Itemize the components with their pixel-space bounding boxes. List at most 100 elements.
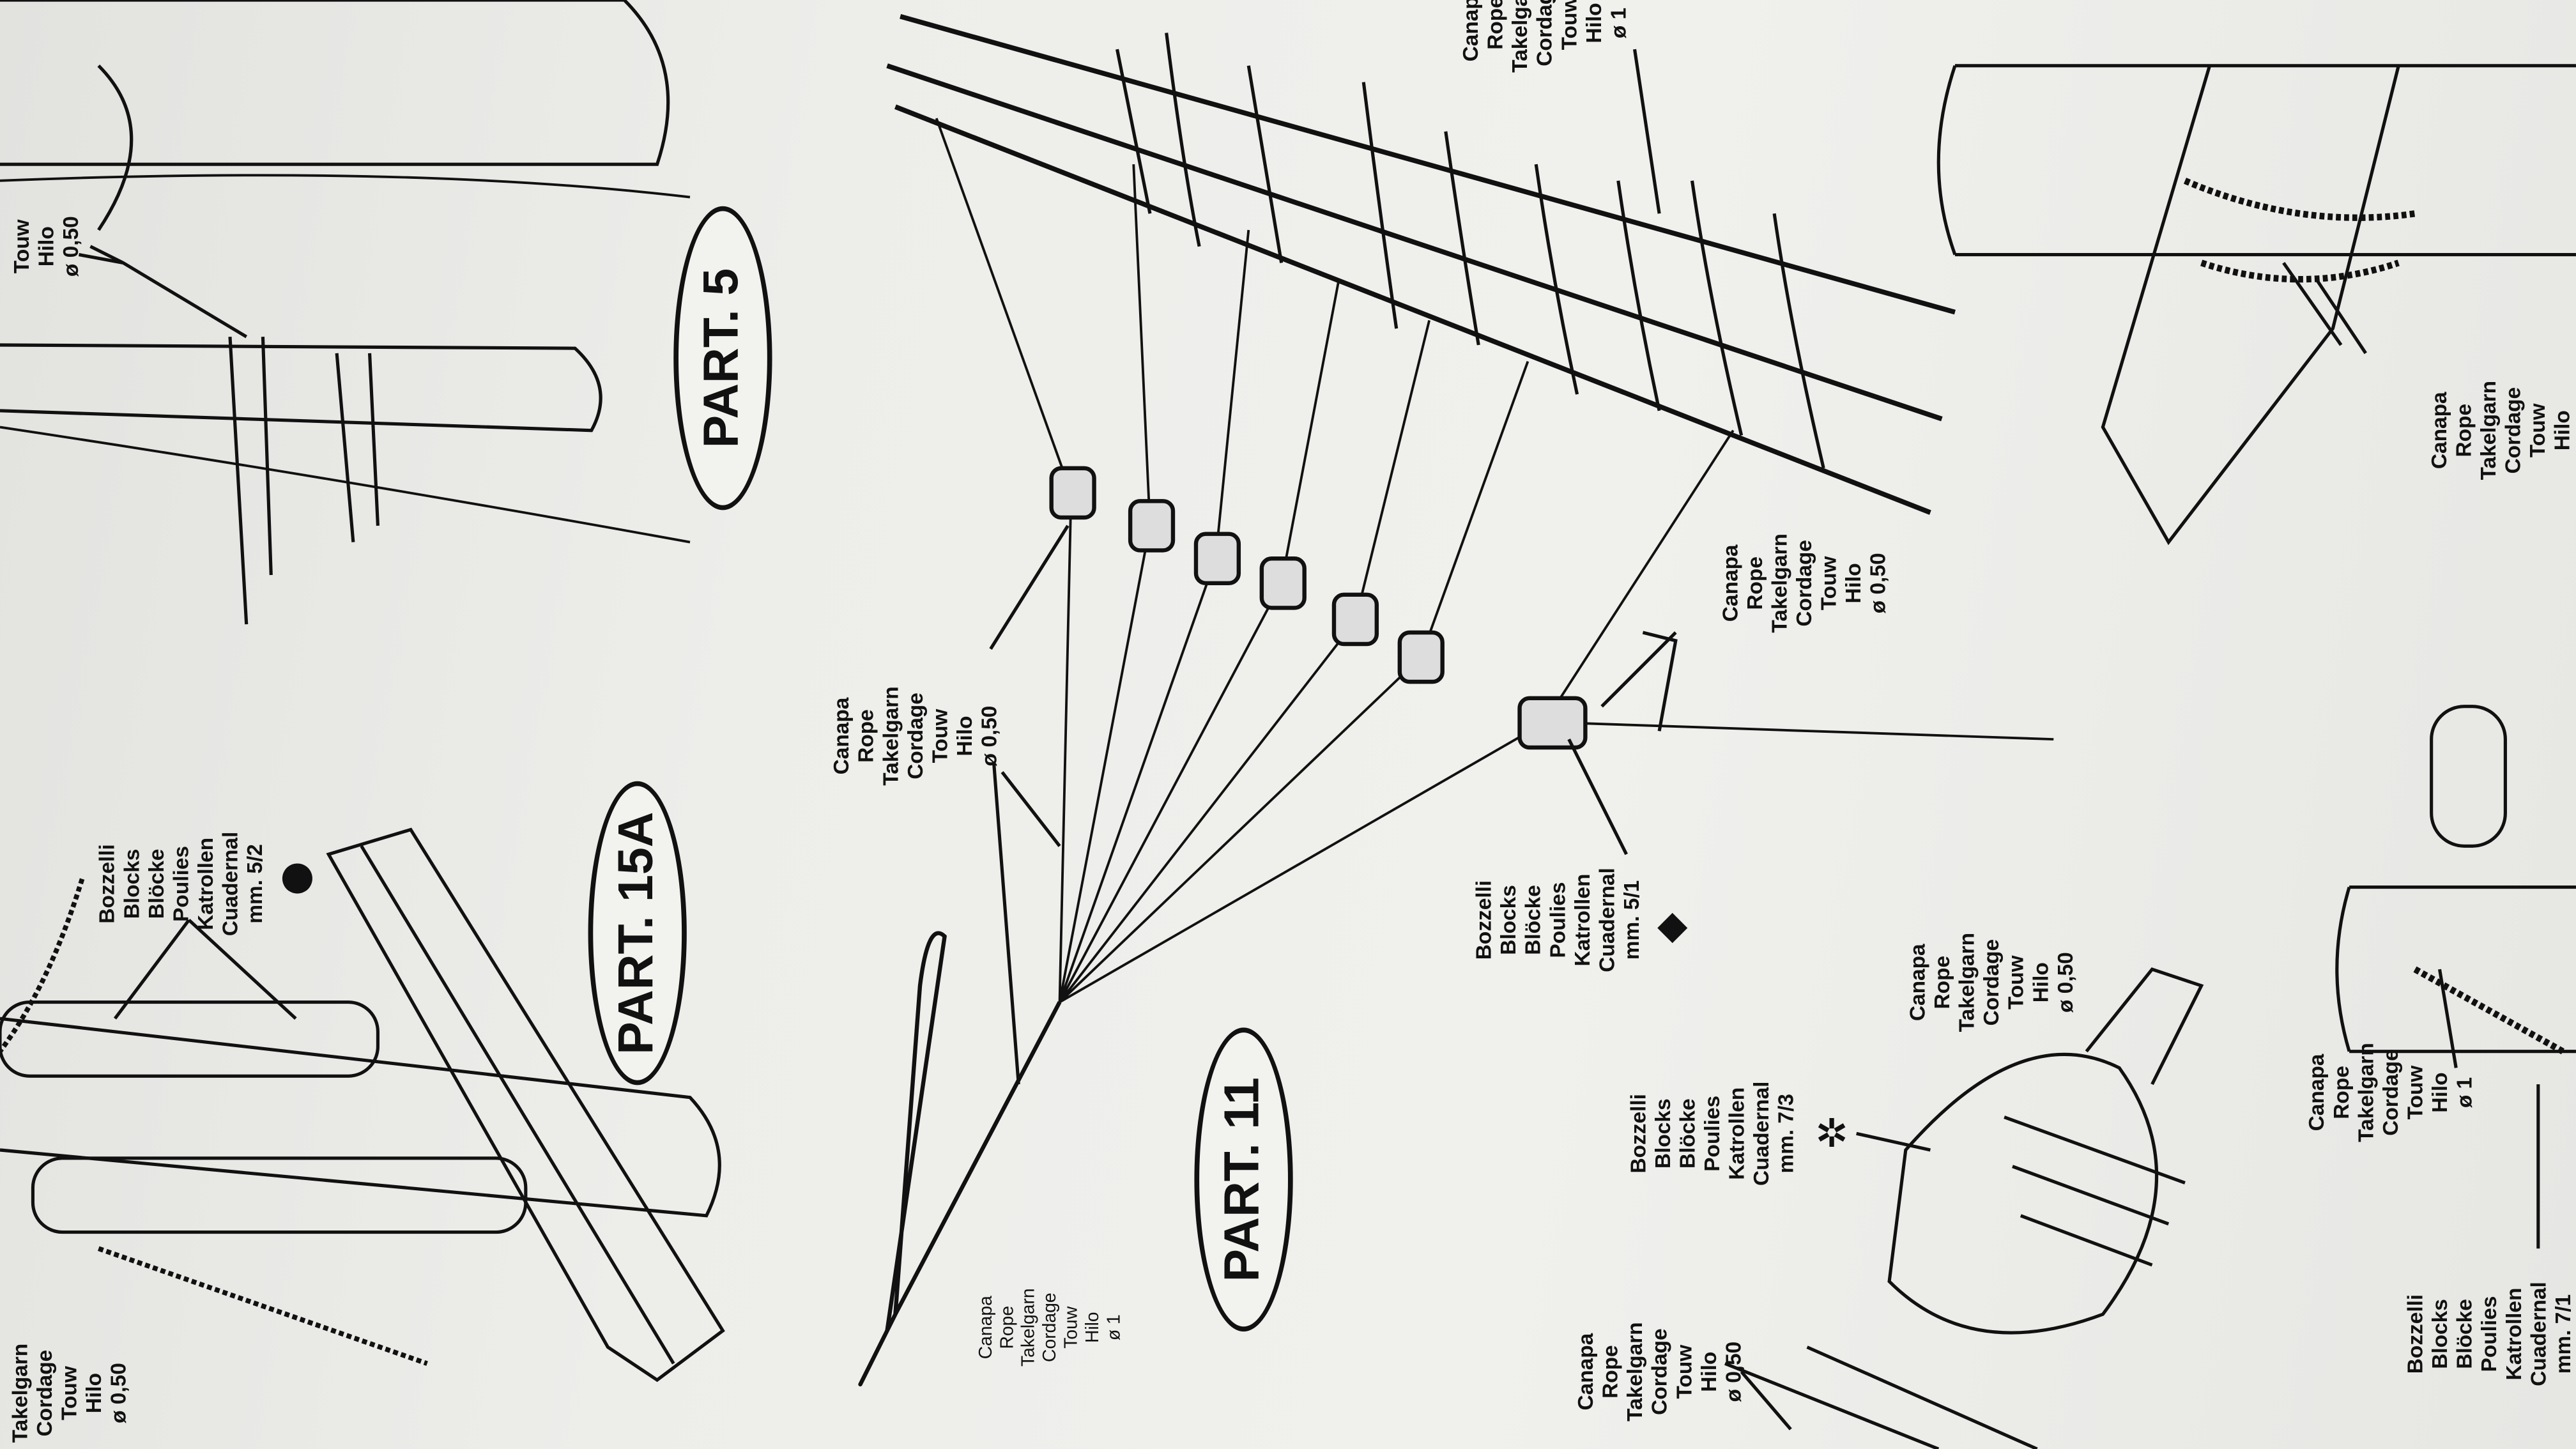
label-line: Cordage bbox=[2378, 1049, 2403, 1136]
label-line: Touw bbox=[1062, 1306, 1082, 1349]
label-line: Blöcke bbox=[143, 848, 169, 919]
label-line: Touw bbox=[927, 709, 953, 763]
label-line: Takelgarn bbox=[1954, 932, 1979, 1032]
label-line: Poulies bbox=[2476, 1296, 2501, 1372]
label-line: ø 0,50 bbox=[976, 705, 1002, 767]
label-line: Cordage bbox=[32, 1349, 57, 1437]
label-line: Touw bbox=[56, 1366, 82, 1420]
mast-right bbox=[1936, 64, 2576, 1055]
label-line: Rope bbox=[2328, 1066, 2354, 1119]
mast-part-5 bbox=[0, 0, 691, 625]
label-line: ø 1 bbox=[2451, 1077, 2477, 1108]
label-line: Takelgarn bbox=[1507, 0, 1532, 73]
label-line: Takelgarn bbox=[2353, 1043, 2379, 1142]
label-line: ø 1 bbox=[1606, 7, 1631, 39]
label-line: Hilo bbox=[2028, 962, 2053, 1003]
label-line: ø 0,50 bbox=[58, 216, 83, 277]
label-line: Touw bbox=[1816, 556, 1841, 611]
label-line: Hilo bbox=[1841, 563, 1866, 604]
label-line: Cordage bbox=[1791, 540, 1816, 627]
block-7-3 bbox=[1724, 967, 2204, 1449]
label-line: Poulies bbox=[1545, 882, 1570, 958]
part-5-title: PART. 5 bbox=[673, 206, 772, 510]
label-line: ø 0,50 bbox=[105, 1363, 131, 1423]
label-line: Canapa bbox=[1905, 944, 1930, 1022]
label-line: Touw bbox=[9, 219, 34, 274]
label-line: Hilo bbox=[2549, 410, 2575, 451]
label-line: Blocks bbox=[119, 848, 144, 919]
label-line: Takelgarn bbox=[2476, 380, 2501, 480]
deadeye-blocks bbox=[1049, 466, 1588, 750]
label-line: Rope bbox=[998, 1305, 1018, 1349]
label-line: Katrollen bbox=[1569, 873, 1595, 967]
label-line: Blöcke bbox=[1675, 1098, 1700, 1169]
label-line: Touw bbox=[2003, 955, 2028, 1010]
label-line: Blocks bbox=[2427, 1299, 2452, 1369]
label-line: Poulies bbox=[1699, 1095, 1724, 1172]
label-line: Touw bbox=[2525, 403, 2550, 458]
label-line: Hilo bbox=[1696, 1351, 1721, 1392]
label-line: Blöcke bbox=[2451, 1299, 2477, 1369]
label-line: Rope bbox=[2451, 403, 2476, 457]
label-line: Cordage bbox=[2500, 387, 2526, 474]
label-line: Hilo bbox=[952, 716, 977, 756]
label-line: Takelgarn bbox=[878, 686, 903, 786]
label-line: Rope bbox=[853, 709, 878, 763]
mast-part-15a bbox=[0, 827, 725, 1383]
label-line: Blocks bbox=[1650, 1098, 1675, 1169]
label-line: Canapa bbox=[829, 697, 854, 775]
shrouds bbox=[858, 118, 2054, 1386]
label-line: Bozzelli bbox=[1625, 1094, 1650, 1174]
label-line: ø 0,50 bbox=[2052, 952, 2078, 1013]
part-11-title: PART. 11 bbox=[1194, 1027, 1293, 1332]
label-line: Cuadernal bbox=[2526, 1282, 2551, 1386]
label-line: Canapa bbox=[1717, 544, 1742, 622]
label-line: Cordage bbox=[902, 693, 928, 779]
label-line: ø 1 bbox=[1105, 1314, 1125, 1341]
label-line: Bozzelli bbox=[1471, 880, 1496, 960]
label-line: Poulies bbox=[168, 845, 194, 922]
label-line: Hilo bbox=[33, 226, 59, 267]
label-line: Canapa bbox=[976, 1296, 997, 1360]
label-line: Hilo bbox=[1581, 3, 1606, 43]
label-line: Rope bbox=[1929, 955, 1954, 1009]
label-line: Cordage bbox=[1531, 0, 1557, 66]
label-line: Canapa bbox=[1458, 0, 1483, 62]
label-line: Rope bbox=[1597, 1345, 1623, 1399]
label-line: Cuadernal bbox=[217, 831, 243, 937]
label-line: Bozzelli bbox=[94, 844, 119, 924]
label-line: Katrollen bbox=[2501, 1287, 2526, 1381]
label-line: mm. 7/1 bbox=[2550, 1294, 2575, 1374]
label-line: Takelgarn bbox=[1622, 1322, 1647, 1422]
label-line: Rope bbox=[1482, 0, 1508, 50]
label-line: Rope bbox=[1742, 556, 1767, 610]
symbol-icon: ● bbox=[280, 852, 315, 899]
part-15a-title: PART. 15A bbox=[588, 781, 687, 1085]
label-line: Takelgarn bbox=[7, 1343, 33, 1443]
label-line: Katrollen bbox=[193, 837, 218, 930]
label-line: Blöcke bbox=[1520, 885, 1545, 955]
leader-lines bbox=[78, 49, 2540, 1430]
label-line: Touw bbox=[2402, 1065, 2428, 1120]
label-line: ø 0,50 bbox=[1865, 553, 1890, 614]
label-line: Takelgarn bbox=[1019, 1288, 1039, 1367]
label-line: Blocks bbox=[1496, 885, 1521, 955]
label-line: mm. 5/2 bbox=[242, 844, 267, 924]
ratlines bbox=[886, 14, 1956, 515]
label-line: Hilo bbox=[81, 1372, 106, 1414]
label-line: Cuadernal bbox=[1749, 1081, 1774, 1186]
